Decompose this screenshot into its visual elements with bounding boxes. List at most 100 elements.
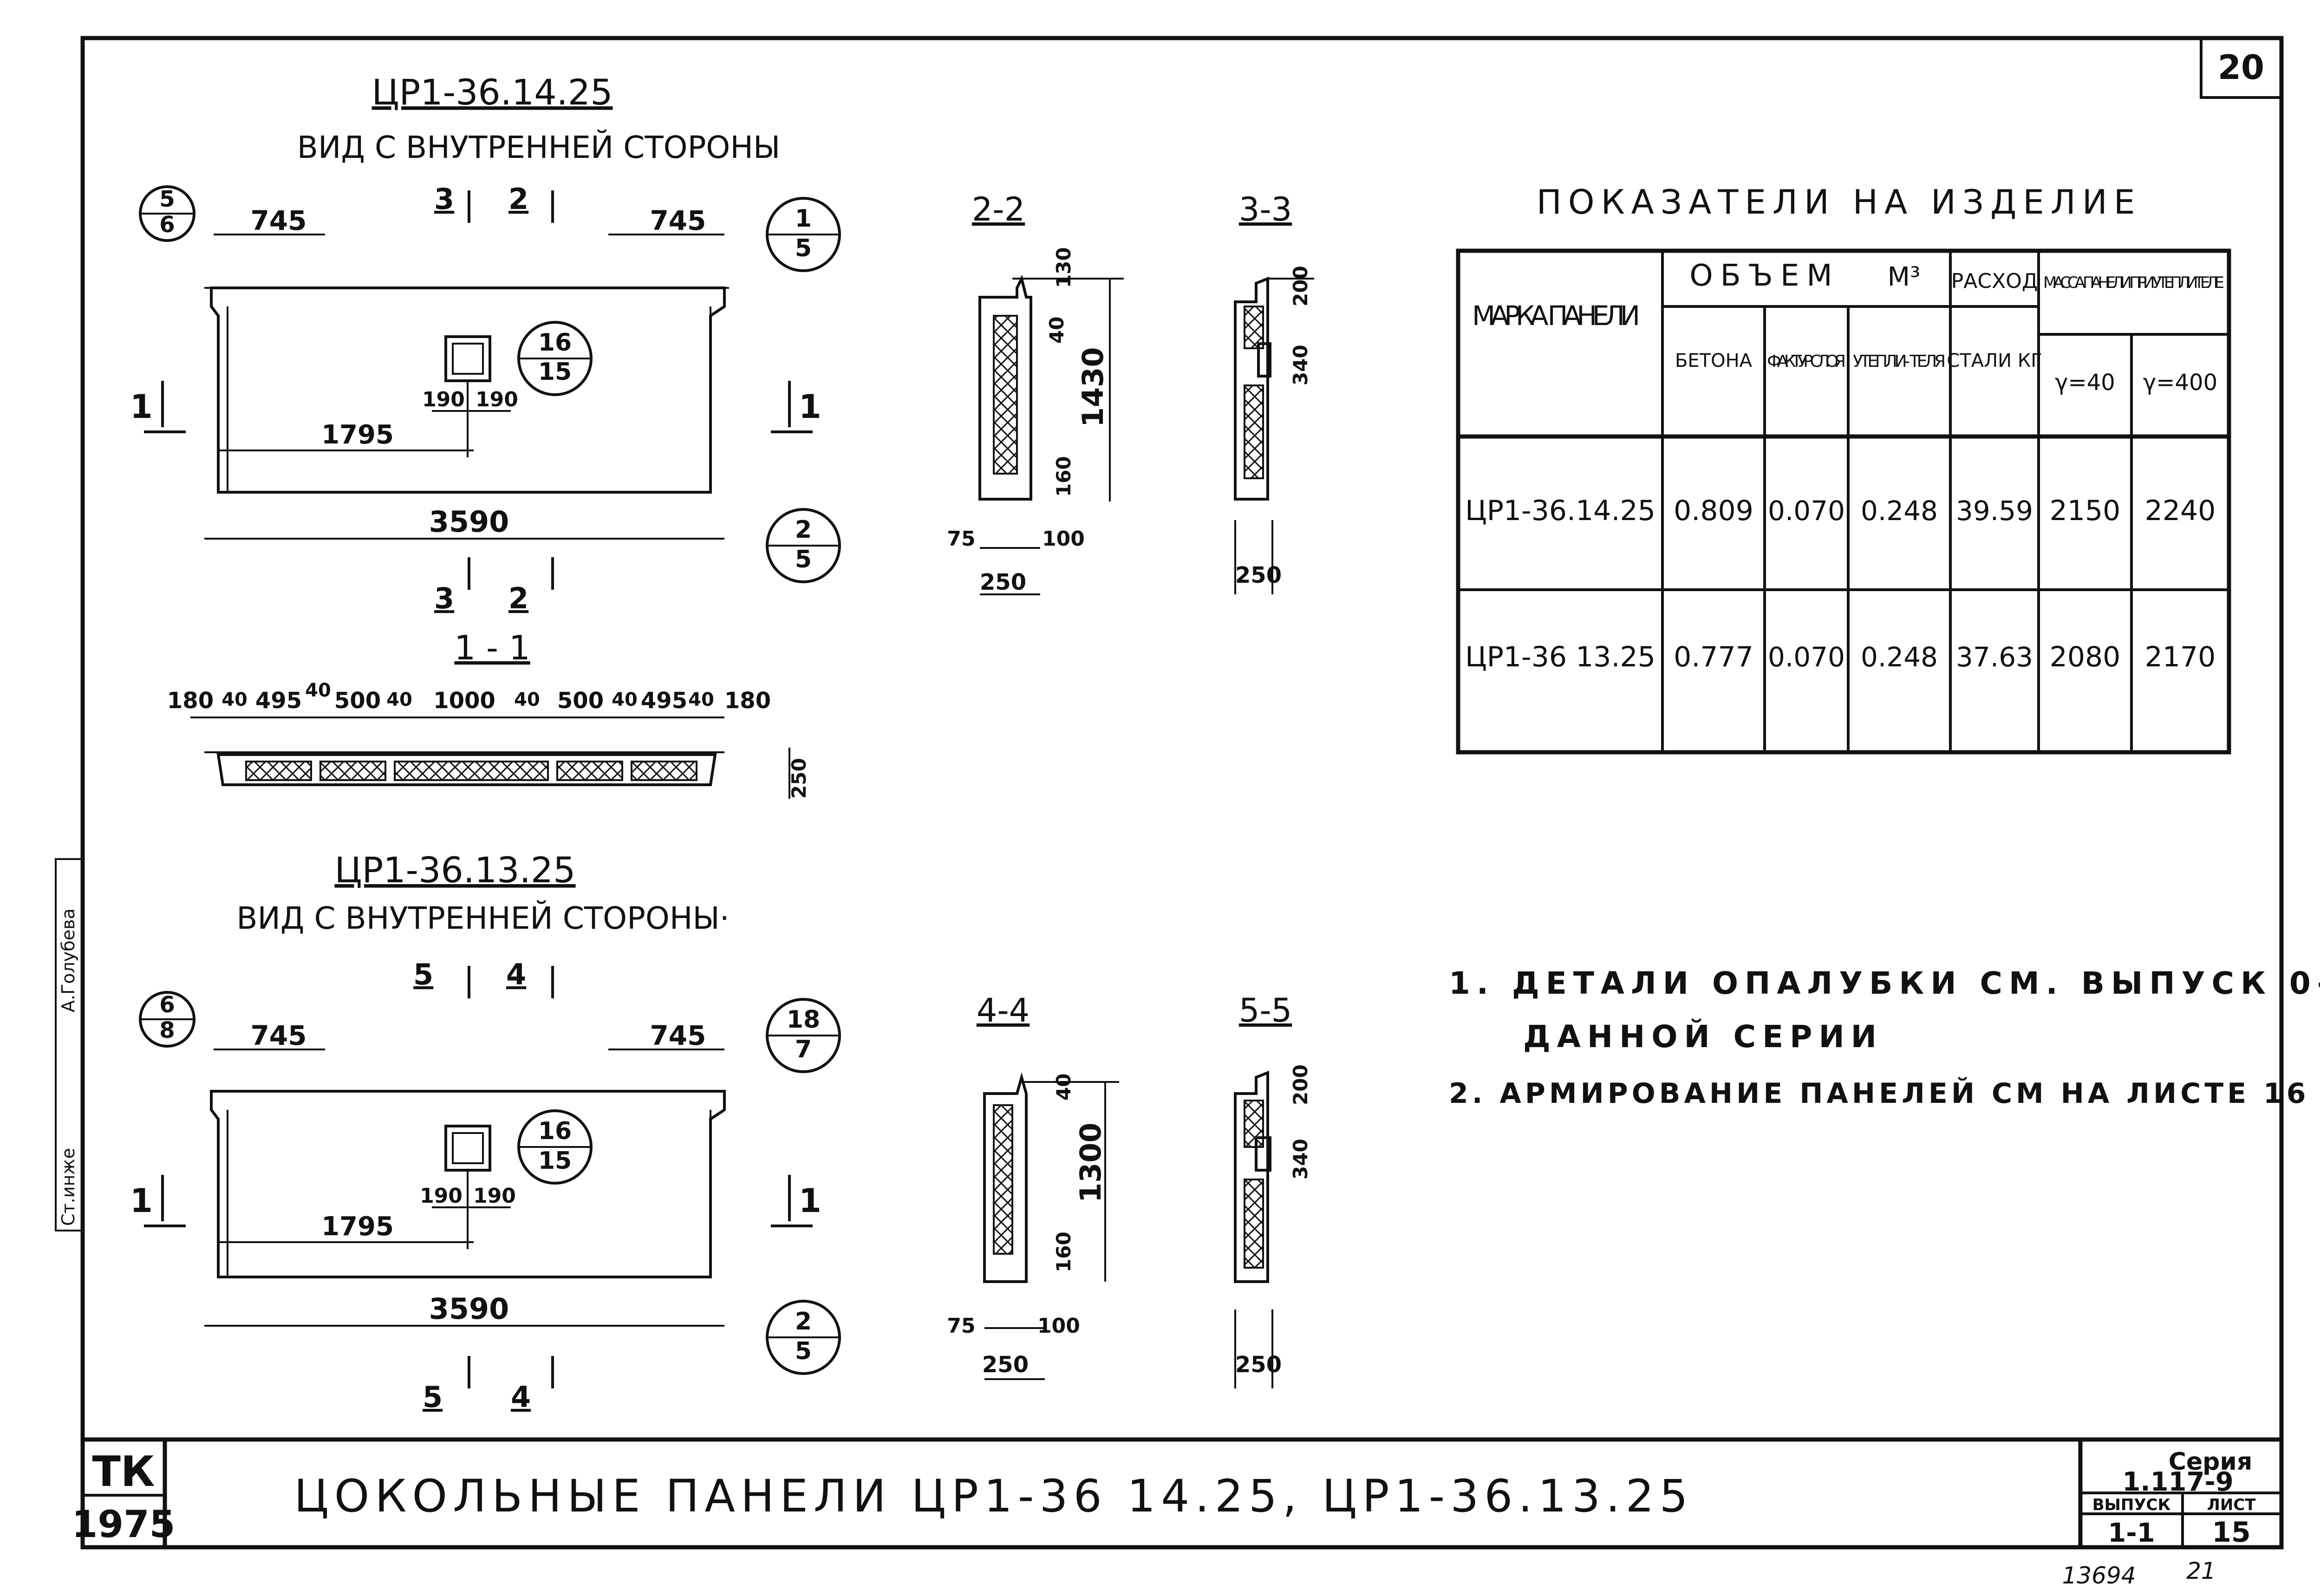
- title-block-org: ТК: [92, 1447, 155, 1496]
- callout-bottom: 15: [538, 358, 572, 386]
- callout-top: 16: [538, 329, 572, 357]
- table-cell: ЦР1-36.14.25: [1465, 495, 1655, 527]
- series-label: Серия: [2169, 1448, 2252, 1476]
- table-cell: 0.777: [1674, 641, 1753, 673]
- section-4-4-title: 4-4: [977, 991, 1030, 1029]
- section-dim: 40: [1045, 317, 1068, 344]
- cut-mark: 5: [423, 1380, 443, 1414]
- panel-a-dim-win-left: 190: [422, 388, 465, 411]
- section-2-2-drawing: [978, 274, 1124, 595]
- side-stamp-box: [55, 858, 84, 1231]
- note-line: 1. ДЕТАЛИ ОПАЛУБКИ СМ. ВЫПУСК 0-1: [1449, 965, 2320, 1001]
- panel-b-dim-win-left: 190: [420, 1184, 463, 1208]
- callout-bottom: 6: [159, 212, 175, 238]
- panel-b-dim-left: 745: [250, 1020, 306, 1051]
- panel-a-callout: [139, 185, 196, 242]
- section-dim: 160: [1052, 1231, 1075, 1272]
- table-cell: 2240: [2145, 495, 2216, 527]
- section-5-5-drawing: [1234, 1070, 1273, 1388]
- section-1-1-dim: 1000: [433, 688, 495, 714]
- cut-mark: 4: [511, 1380, 531, 1414]
- section-dim: 250: [1235, 1352, 1282, 1378]
- table-head-mass: МАССА ПАНЕЛИ ПРИ УТЕПЛИТЕЛЕ: [2043, 274, 2224, 292]
- table-cell: 39.59: [1956, 495, 2033, 527]
- callout-bottom: 8: [159, 1017, 175, 1043]
- table-head-consumption: РАСХОД: [1951, 269, 2038, 293]
- indicators-table: [1456, 248, 2231, 755]
- table-subhead: γ=400: [2143, 370, 2217, 396]
- panel-a-elevation: [204, 234, 729, 540]
- section-1-1-title: 1 - 1: [454, 628, 530, 667]
- panel-b-view-title: ВИД С ВНУТРЕННЕЙ СТОРОНЫ·: [236, 900, 729, 936]
- panel-a-dim-window: 1795: [321, 420, 394, 450]
- series-value: 1.117-9: [2122, 1467, 2233, 1497]
- section-dim: 1430: [1076, 347, 1110, 427]
- side-stamp-name: А.Голубева: [58, 908, 78, 1012]
- cut-arrow: [144, 966, 813, 1388]
- section-dim: 200: [1289, 266, 1312, 306]
- section-3-3-title: 3-3: [1239, 190, 1292, 228]
- cut-mark: 2: [508, 581, 528, 615]
- panel-b-callout: [766, 1300, 841, 1375]
- section-3-3-drawing: [1234, 276, 1314, 594]
- section-dim: 100: [1037, 1314, 1080, 1338]
- section-dim: 250: [980, 569, 1026, 595]
- cut-mark: 2: [508, 182, 528, 216]
- side-stamp-role: Ст.инже: [58, 1148, 78, 1226]
- table-cell: 0.248: [1861, 641, 1938, 673]
- section-1-1-dim: 40: [222, 689, 248, 710]
- table-cell: 2150: [2050, 495, 2121, 527]
- callout-bottom: 7: [795, 1036, 812, 1063]
- table-subhead: СТАЛИ КГ: [1947, 350, 2042, 371]
- panel-b-callout: [517, 1109, 593, 1185]
- panel-b-dim-window: 1795: [321, 1212, 394, 1242]
- panel-b-mark: ЦР1-36.13.25: [334, 849, 575, 891]
- section-dim: 75: [947, 1314, 975, 1338]
- callout-bottom: 15: [538, 1147, 572, 1175]
- section-1-1-dim: 180: [167, 688, 214, 714]
- section-dim: 75: [947, 527, 975, 551]
- table-cell: 2080: [2050, 641, 2121, 673]
- table-head-volume-unit: М³: [1888, 262, 1921, 292]
- section-1-1-dims: 180 40 495 40 500 40 1000 40 500 40 495 …: [167, 680, 810, 799]
- panel-a-mark: ЦР1-36.14.25: [371, 72, 613, 113]
- page-number-box: [2200, 37, 2283, 99]
- section-1-1-dim: 40: [612, 689, 638, 710]
- cut-mark: 4: [506, 958, 526, 991]
- panel-a-dim-left: 745: [250, 205, 306, 236]
- table-title: ПОКАЗАТЕЛИ НА ИЗДЕЛИЕ: [1537, 182, 2142, 221]
- section-dim: 40: [1052, 1074, 1075, 1101]
- section-dim: 250: [1235, 562, 1282, 588]
- panel-a-view-title: ВИД С ВНУТРЕННЕЙ СТОРОНЫ: [297, 129, 780, 165]
- callout-bottom: 5: [795, 1337, 812, 1365]
- sheet-frame: [80, 36, 2284, 1550]
- table-subhead: УТЕПЛИ- ТЕЛЯ: [1853, 352, 1946, 371]
- panel-b-dim-right: 745: [650, 1020, 706, 1051]
- note-line: ДАННОЙ СЕРИИ: [1523, 1018, 1883, 1055]
- section-2-2-title: 2-2: [972, 190, 1025, 228]
- section-dim: 340: [1289, 345, 1312, 385]
- section-dim: 130: [1052, 247, 1075, 288]
- section-1-1-dim: 40: [688, 689, 714, 710]
- section-1-1-dim: 500: [557, 688, 604, 714]
- cut-mark: 1: [130, 1182, 153, 1220]
- callout-bottom: 5: [795, 546, 812, 573]
- panel-a-dim-right: 745: [650, 205, 706, 236]
- panel-b-elevation: [204, 1049, 726, 1327]
- table-cell: ЦР1-36 13.25: [1465, 641, 1655, 673]
- section-dim: 1300: [1074, 1122, 1108, 1203]
- callout-top: 2: [795, 1308, 812, 1335]
- title-block-series-cell: [2080, 1492, 2281, 1547]
- cut-mark: 1: [799, 388, 821, 426]
- panel-b-callout: [766, 998, 841, 1073]
- callout-top: 16: [538, 1117, 572, 1145]
- table-cell: 0.070: [1768, 641, 1845, 673]
- issue-label: ВЫПУСК: [2092, 1496, 2171, 1514]
- cut-mark: 3: [434, 182, 454, 216]
- panel-a-callout: [517, 321, 593, 396]
- table-cell: 37.63: [1956, 641, 2033, 673]
- callout-top: 1: [795, 205, 812, 233]
- section-1-1-dim: 500: [334, 688, 381, 714]
- callout-bottom: 5: [795, 235, 812, 262]
